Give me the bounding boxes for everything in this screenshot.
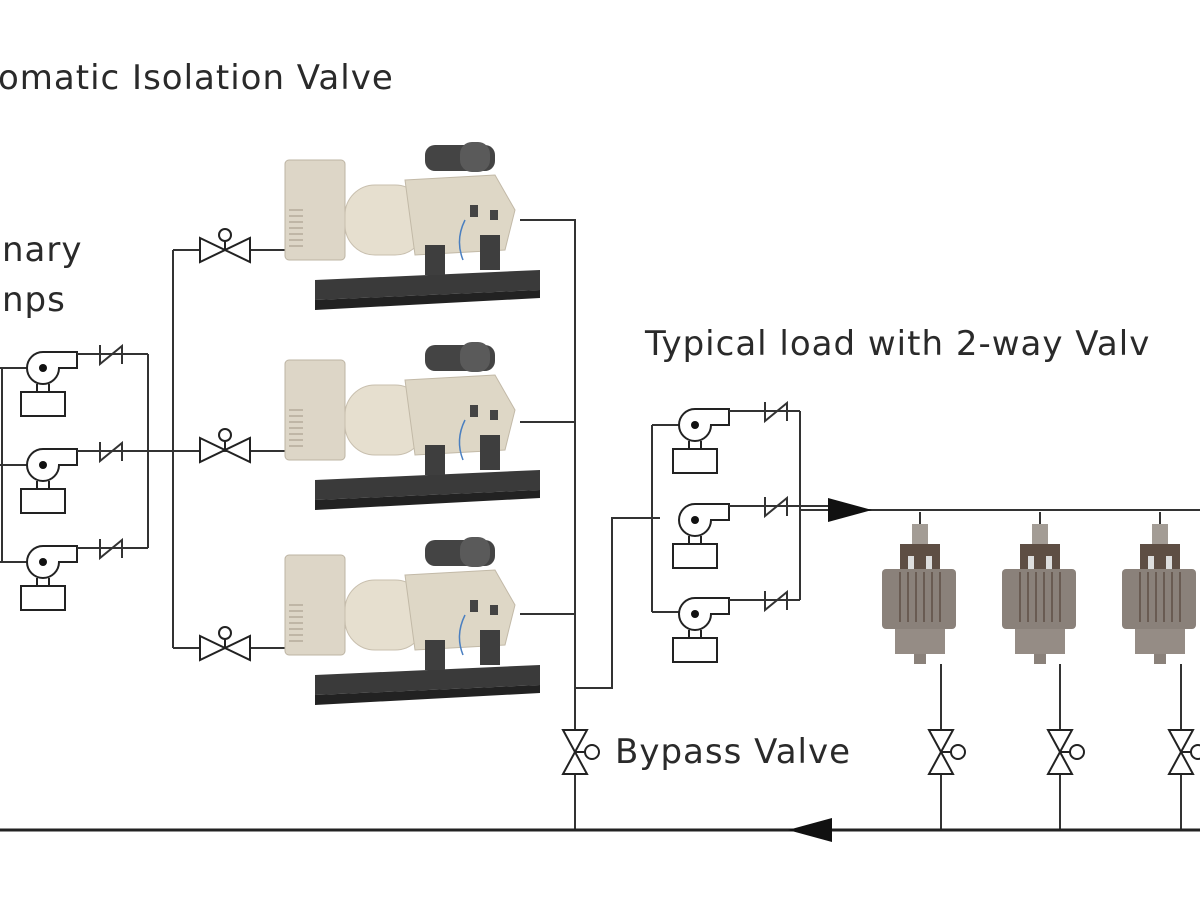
chiller-outlet-header [520,219,576,830]
primary-pump-3 [20,545,78,611]
bypass-valve-icon [562,729,600,775]
flow-arrow-right-icon [828,498,872,522]
load-2 [1001,511,1077,665]
load-1 [881,511,957,665]
bypass-valve-label: Bypass Valve [615,732,852,772]
flow-arrow-left-icon [788,818,832,842]
chiller-2 [284,341,541,511]
two-way-valve-icon [1168,729,1200,775]
isolation-valve-icon [199,228,251,263]
secondary-suction-pipe [575,517,660,689]
chiller-3 [284,536,541,706]
secondary-pump-1 [672,408,730,474]
primary-pumps-label-line1: nary [2,230,83,270]
chiller-1 [284,141,541,311]
isolation-valve-icon [199,626,251,661]
primary-pumps-label-line2: nps [2,280,66,320]
load-3 [1121,511,1197,665]
primary-pump-2 [20,448,78,514]
isolation-valve-label: omatic Isolation Valve [0,58,394,98]
primary-pump-1 [20,351,78,417]
two-way-valve-icon [1047,729,1085,775]
isolation-valve-icon [199,428,251,463]
typical-load-label: Typical load with 2-way Valv [645,324,1151,364]
secondary-pump-3 [672,597,730,663]
secondary-pump-2 [672,503,730,569]
two-way-valve-icon [928,729,966,775]
